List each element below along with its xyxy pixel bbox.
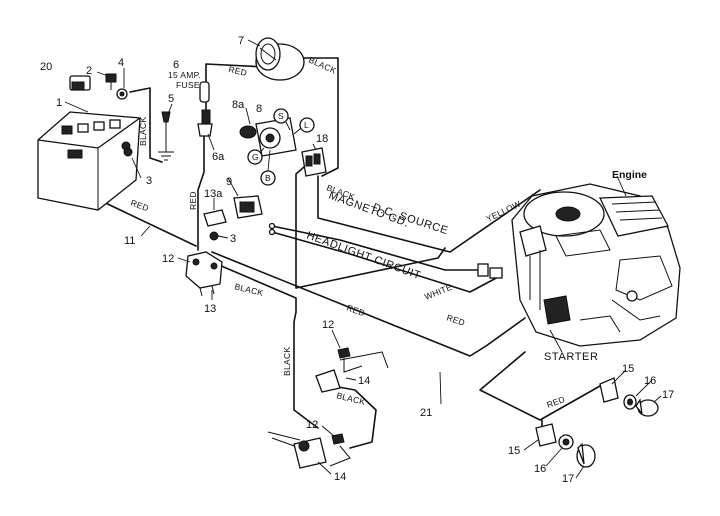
terminal-letter-g: G <box>252 152 259 162</box>
callout-3-solenoid: 3 <box>230 233 236 245</box>
callout-1: 1 <box>56 97 62 109</box>
callout-16-lower: 16 <box>534 463 546 475</box>
label-red-fuse: RED <box>228 64 249 78</box>
callout-15-upper: 15 <box>622 363 634 375</box>
fuse-label: 15 AMP. FUSE <box>168 70 201 90</box>
callout-6a: 6a <box>212 151 225 163</box>
wire-red-fuse-down <box>197 131 205 251</box>
callout-5: 5 <box>168 93 174 105</box>
callout-8: 8 <box>256 103 262 115</box>
wire-magneto <box>271 225 486 271</box>
leader-lines <box>64 39 662 479</box>
label-black-vertical: BLACK <box>282 347 292 376</box>
callout-12-solenoid: 12 <box>162 253 174 265</box>
ground-bolt-5 <box>158 111 174 161</box>
label-black-battery: BLACK <box>138 117 148 146</box>
label-engine: Engine <box>612 169 647 181</box>
terminal-4 <box>116 88 128 100</box>
ignition-switch <box>239 108 315 186</box>
callout-16-upper: 16 <box>644 375 656 387</box>
battery-cap-20 <box>69 75 91 91</box>
terminal-letter-b: B <box>265 173 271 183</box>
switch-14-lower <box>293 433 351 469</box>
solenoid <box>185 251 223 297</box>
wire-black-solenoid <box>211 261 297 313</box>
wire-black-ammeter <box>289 57 339 177</box>
label-red-main-b: RED <box>445 312 466 327</box>
fuse-rating: 15 AMP. <box>168 70 201 80</box>
battery <box>37 111 141 211</box>
fuse-holder <box>197 81 213 137</box>
fuse-word: FUSE <box>176 80 200 90</box>
light-upper <box>599 377 659 417</box>
callout-12-upper: 12 <box>322 319 334 331</box>
wire-black-connector-18 <box>295 159 446 289</box>
label-black-solenoid: BLACK <box>234 281 265 298</box>
wire-black-battery <box>129 87 163 163</box>
label-black-switch: BLACK <box>336 390 367 407</box>
wire-black-to-switch <box>321 383 377 449</box>
label-red-battery: RED <box>129 197 150 213</box>
label-starter: STARTER <box>544 351 599 363</box>
callout-14-lower: 14 <box>334 471 346 483</box>
callout-13: 13 <box>204 303 216 315</box>
engine <box>511 183 681 347</box>
callout-8a: 8a <box>232 99 245 111</box>
terminal-g <box>247 149 263 165</box>
callout-11: 11 <box>124 235 135 247</box>
callout-13a: 13a <box>204 188 223 200</box>
switch-9 <box>233 195 263 219</box>
label-white: WHITE <box>423 282 454 302</box>
component-labels: Engine STARTER <box>544 169 647 363</box>
nut-3-battery <box>123 147 133 157</box>
callout-4: 4 <box>118 57 124 69</box>
plug-13a <box>203 209 227 227</box>
callout-3-battery: 3 <box>146 175 152 187</box>
ammeter <box>255 37 305 81</box>
label-red-main-a: RED <box>345 302 366 318</box>
terminal-s <box>273 108 289 124</box>
callout-17-lower: 17 <box>562 473 574 485</box>
light-lower <box>535 423 596 468</box>
wire-black-vertical <box>293 311 319 429</box>
terminal-letter-l: L <box>304 120 309 130</box>
wire-red-to-lights <box>479 351 601 421</box>
wire-switch-upper <box>339 351 389 369</box>
circuit-labels: MAGNETO GD. D.C. SOURCE HEADLIGHT CIRCUI… <box>305 190 450 283</box>
callout-2: 2 <box>86 65 92 77</box>
harness-connector <box>268 222 503 279</box>
callout-9: 9 <box>226 176 232 188</box>
callout-15-lower: 15 <box>508 445 520 457</box>
callout-numbers: 20 2 4 1 5 3 7 6 8a 8 6a 9 13a 3 11 12 1… <box>40 35 674 485</box>
callout-6: 6 <box>173 59 179 71</box>
wire-dc-source <box>317 175 541 253</box>
terminal-letters: S L G B <box>252 111 309 183</box>
terminal-l <box>299 117 315 133</box>
connector-18 <box>301 147 327 177</box>
switch-14-upper <box>315 347 363 393</box>
callout-14-upper: 14 <box>358 375 370 387</box>
wire-headlight <box>271 231 501 293</box>
callout-12-lower: 12 <box>306 419 318 431</box>
callout-21: 21 <box>420 407 432 419</box>
screw-2 <box>105 73 117 90</box>
label-red-fuse-down: RED <box>188 191 198 210</box>
callout-20: 20 <box>40 61 52 73</box>
callout-18: 18 <box>316 133 328 145</box>
callout-17-upper: 17 <box>662 389 674 401</box>
terminal-letter-s: S <box>278 111 284 121</box>
nut-3-solenoid <box>209 231 219 241</box>
wire-red-main <box>211 251 526 357</box>
callout-7: 7 <box>238 35 244 47</box>
